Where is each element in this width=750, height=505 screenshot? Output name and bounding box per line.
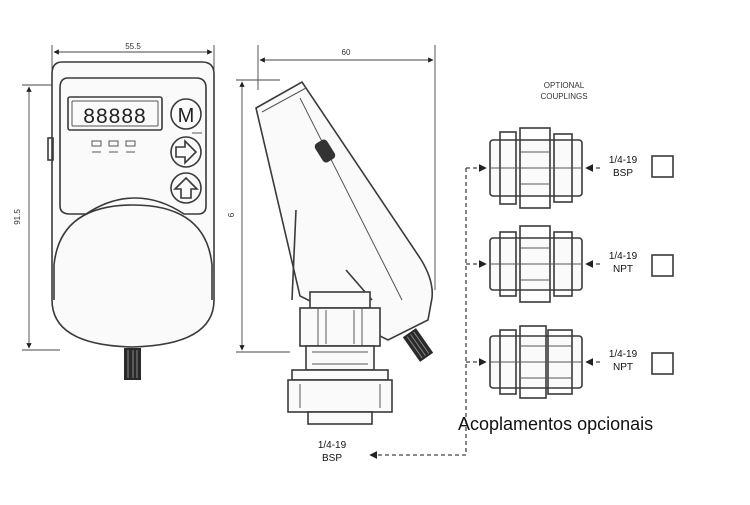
- arrow-right-icon: [175, 139, 198, 165]
- lcd-digits: 88888: [83, 105, 146, 128]
- front-width-label: 55.5: [125, 42, 141, 51]
- side-height-dimension: 6: [227, 79, 290, 353]
- coupling-3-size: 1/4-19: [609, 349, 638, 360]
- side-width-label: 60: [342, 48, 351, 57]
- side-fitting: [287, 291, 393, 425]
- optional-couplings-panel: OPTIONAL COUPLINGS 1/4-19 BSP: [369, 81, 674, 459]
- side-clip: [47, 137, 54, 161]
- coupling-1-checkbox[interactable]: [651, 155, 674, 178]
- couplings-title-line-1: OPTIONAL: [544, 81, 585, 90]
- front-height-label: 91.5: [13, 209, 22, 225]
- coupling-npt-2: 1/4-19 NPT: [466, 325, 674, 399]
- side-housing: [255, 80, 434, 341]
- coupling-2-checkbox[interactable]: [651, 254, 674, 277]
- coupling-3-thread: NPT: [613, 362, 633, 373]
- coupling-2-thread: NPT: [613, 264, 633, 275]
- status-leds: [91, 140, 136, 153]
- coupling-bsp: 1/4-19 BSP: [466, 127, 674, 209]
- front-height-dimension: 91.5: [13, 84, 60, 351]
- side-cable: [402, 328, 434, 362]
- dashed-connector: [369, 168, 467, 459]
- side-height-label: 6: [227, 212, 236, 217]
- mode-button-label: M: [178, 105, 195, 127]
- mode-button[interactable]: M: [170, 98, 202, 134]
- coupling-1-size: 1/4-19: [609, 155, 638, 166]
- front-width-dimension: 55.5: [51, 42, 215, 70]
- coupling-npt-1: 1/4-19 NPT: [466, 225, 674, 303]
- side-neck: [291, 209, 297, 301]
- right-arrow-button[interactable]: [170, 136, 202, 168]
- side-sensor-window: [314, 139, 336, 163]
- coupling-3-checkbox[interactable]: [651, 352, 674, 375]
- lcd-display: [67, 96, 163, 131]
- face-panel: [59, 77, 207, 215]
- couplings-title-line-2: COUPLINGS: [540, 92, 587, 101]
- arrow-up-icon: [173, 176, 199, 199]
- up-arrow-button[interactable]: [170, 172, 202, 204]
- side-view: 60 6: [227, 45, 436, 464]
- inlet-size-label: 1/4-19: [318, 440, 347, 451]
- side-width-dimension: 60: [257, 45, 436, 290]
- battery-cover: [53, 204, 213, 300]
- caption: Acoplamentos opcionais: [458, 414, 653, 434]
- inlet-thread-label: BSP: [322, 453, 342, 464]
- cable: [124, 348, 141, 380]
- coupling-1-thread: BSP: [613, 168, 633, 179]
- coupling-2-size: 1/4-19: [609, 251, 638, 262]
- front-view: 55.5 91.5 88888 M: [13, 42, 215, 380]
